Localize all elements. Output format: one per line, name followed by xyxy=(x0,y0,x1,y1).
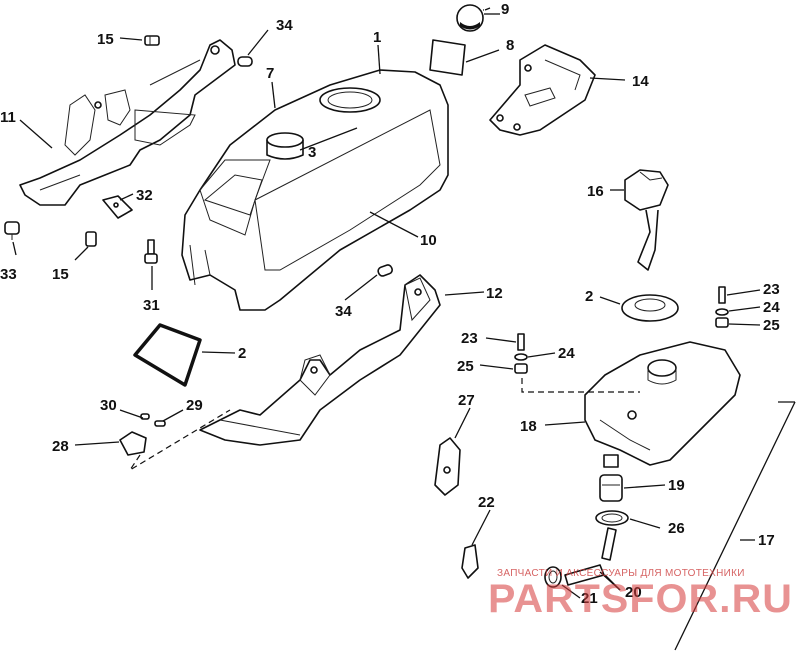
part-1-hood xyxy=(181,69,449,311)
callout-23-mid: 23 xyxy=(461,330,478,347)
callout-28: 28 xyxy=(52,438,69,455)
part-15-bolt-top xyxy=(144,35,160,46)
part-9-gasket xyxy=(429,39,466,76)
part-22-clip xyxy=(461,544,479,579)
callout-7: 7 xyxy=(266,65,274,82)
part-2-gasket xyxy=(133,323,202,387)
callout-22: 22 xyxy=(478,494,495,511)
callout-3: 3 xyxy=(308,144,316,161)
part-32-clip xyxy=(102,195,133,219)
callout-24-mid: 24 xyxy=(558,345,575,362)
callout-16: 16 xyxy=(587,183,604,200)
callout-25-right: 25 xyxy=(763,317,780,334)
part-18-fuel-tank xyxy=(584,341,741,466)
watermark-caption: ЗАПЧАСТИ И АКСЕССУАРЫ ДЛЯ МОТОТЕХНИКИ xyxy=(497,568,745,579)
callout-21: 21 xyxy=(581,590,598,607)
callout-29: 29 xyxy=(186,397,203,414)
callout-11: 11 xyxy=(0,109,16,126)
part-27-clamp xyxy=(595,510,629,526)
part-10-cap xyxy=(456,4,484,32)
callout-12: 12 xyxy=(486,285,503,302)
part-34-pin-top xyxy=(237,56,253,67)
callout-9: 8 xyxy=(506,37,514,54)
part-15-bolt-low xyxy=(85,231,97,247)
callout-19: 19 xyxy=(668,477,685,494)
callout-33: 33 xyxy=(0,266,17,283)
callout-10: 9 xyxy=(501,1,509,18)
part-19-fuel-valve xyxy=(599,454,623,502)
part-26-bracket xyxy=(434,437,461,496)
part-33-bolt xyxy=(4,221,20,240)
callout-15-top: 15 xyxy=(97,31,114,48)
part-23-24-25-mid xyxy=(514,333,528,374)
callout-34-top: 34 xyxy=(276,17,293,34)
part-34-pin-low xyxy=(377,264,393,277)
callout-30: 30 xyxy=(100,397,117,414)
callout-2: 2 xyxy=(238,345,246,362)
callout-8: 10 xyxy=(420,232,437,249)
callout-34-low: 34 xyxy=(335,303,352,320)
leader-lines xyxy=(12,7,796,651)
part-28-grommet xyxy=(119,431,147,456)
callout-25-mid: 25 xyxy=(457,358,474,375)
part-21-clamp xyxy=(544,566,562,588)
callout-17: 17 xyxy=(758,532,775,549)
part-14-bracket xyxy=(489,44,596,136)
callout-27: 26 xyxy=(668,520,685,537)
callout-labels: 15 34 1 7 9 8 14 11 3 32 16 10 33 15 31 … xyxy=(0,1,780,607)
part-11-bracket xyxy=(19,39,236,206)
callout-20: 20 xyxy=(625,584,642,601)
part-23-24-25-right xyxy=(715,286,729,328)
part-31-bolt xyxy=(144,239,158,264)
assembly-lines xyxy=(129,378,640,471)
watermark-brand: PARTSFOR.RU xyxy=(488,577,793,621)
callout-5: 2 xyxy=(585,288,593,305)
callout-23-right: 23 xyxy=(763,281,780,298)
watermark: ЗАПЧАСТИ И АКСЕССУАРЫ ДЛЯ МОТОТЕХНИКИ PA… xyxy=(488,568,793,621)
part-5-gasket-ring xyxy=(621,294,679,322)
callout-14: 14 xyxy=(632,73,649,90)
part-29-pin xyxy=(154,420,166,427)
callout-1: 1 xyxy=(373,29,381,46)
callout-24-right: 24 xyxy=(763,299,780,316)
callout-18: 18 xyxy=(520,418,537,435)
callout-26: 27 xyxy=(458,392,475,409)
part-16-fuel-cap xyxy=(624,169,669,271)
part-12-bracket xyxy=(199,274,441,446)
callout-31: 31 xyxy=(143,297,160,314)
callout-32: 32 xyxy=(136,187,153,204)
callout-15-low: 15 xyxy=(52,266,69,283)
